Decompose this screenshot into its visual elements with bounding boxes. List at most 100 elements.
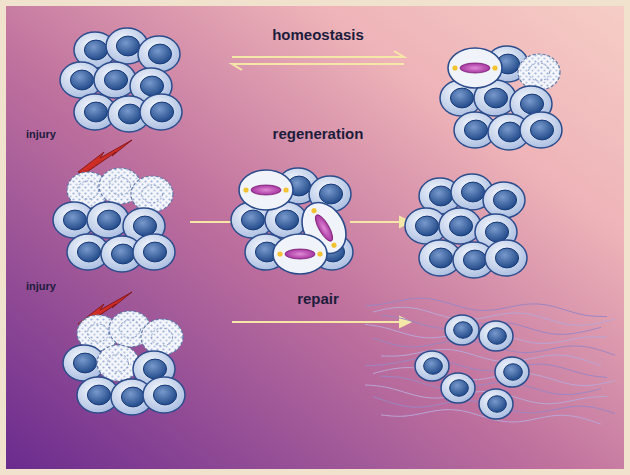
cell (87, 202, 129, 238)
cell-nucleus (450, 380, 469, 397)
cell-nucleus (118, 104, 141, 124)
arrow-line (190, 221, 236, 223)
cell-body (485, 240, 527, 276)
cell-body (140, 94, 182, 130)
dying-cell (97, 345, 139, 381)
cell-nucleus (454, 322, 473, 339)
cell-nucleus (504, 364, 523, 381)
chromosomes (251, 185, 281, 195)
cell-nucleus (495, 248, 518, 268)
cell-body (239, 170, 293, 210)
cell-nucleus (143, 242, 166, 262)
cell-nucleus (142, 185, 163, 203)
cell-body (143, 377, 185, 413)
cell-nucleus (70, 70, 93, 90)
background (6, 6, 624, 469)
cell (140, 94, 182, 130)
cell-nucleus (464, 120, 487, 140)
cell-body (479, 389, 513, 419)
spindle-pole (277, 251, 282, 256)
cell-nucleus (120, 320, 141, 338)
cell-nucleus (498, 122, 521, 142)
process-label: homeostasis (272, 26, 364, 43)
collagen-fiber (381, 349, 601, 365)
cell-body (495, 357, 529, 387)
cell (495, 357, 529, 387)
cell-body (133, 234, 175, 270)
cell-nucleus (88, 324, 109, 342)
process-label: regeneration (273, 125, 364, 142)
cell (133, 234, 175, 270)
cell-nucleus (150, 102, 173, 122)
cell-nucleus (461, 182, 484, 202)
cell-body (273, 234, 327, 274)
spindle-pole (317, 251, 322, 256)
cell-body (97, 345, 139, 381)
cell-nucleus (493, 190, 516, 210)
cell-body (448, 48, 502, 88)
cell-body (483, 182, 525, 218)
cell (479, 321, 513, 351)
cell-nucleus (78, 181, 99, 199)
cell-nucleus (97, 210, 120, 230)
cell-body (141, 319, 183, 355)
cell-nucleus (449, 216, 472, 236)
cell (441, 373, 475, 403)
cell (94, 62, 136, 98)
cell-nucleus (529, 63, 550, 81)
cell-nucleus (485, 222, 508, 242)
cell-body (518, 54, 560, 90)
injury-label: injury (26, 128, 56, 140)
cell-nucleus (520, 94, 543, 114)
cell-nucleus (108, 354, 129, 372)
cell-nucleus (424, 358, 443, 375)
cell-nucleus (463, 250, 486, 270)
cell-nucleus (275, 210, 298, 230)
spindle-pole (243, 187, 248, 192)
cell-nucleus (84, 40, 107, 60)
cell-nucleus (429, 248, 452, 268)
arrow-line (350, 221, 402, 223)
cell-nucleus (488, 396, 507, 413)
cell (479, 389, 513, 419)
chromosomes (285, 249, 315, 259)
cell-body (94, 62, 136, 98)
chromosomes (460, 63, 490, 73)
cell-nucleus (148, 44, 171, 64)
cell (439, 208, 481, 244)
cell-nucleus (77, 242, 100, 262)
dividing-cell (273, 234, 327, 274)
cells (53, 28, 562, 419)
cell-nucleus (429, 186, 452, 206)
cell-body (87, 202, 129, 238)
process-arrows (190, 217, 410, 327)
dying-cell (131, 176, 173, 212)
cell-nucleus (153, 385, 176, 405)
forward-arrow (232, 51, 404, 57)
cell-nucleus (133, 216, 156, 236)
cell-body (439, 208, 481, 244)
cell-nucleus (241, 210, 264, 230)
cell-nucleus (415, 216, 438, 236)
cell-body (138, 36, 180, 72)
fibrous-tissue (365, 298, 615, 424)
spindle-pole (283, 187, 288, 192)
cell (485, 240, 527, 276)
cell (520, 112, 562, 148)
cell-nucleus (143, 359, 166, 379)
cell-body (479, 321, 513, 351)
reverse-arrow (232, 64, 404, 70)
cell-nucleus (73, 353, 96, 373)
dying-cell (518, 54, 560, 90)
cell-nucleus (319, 184, 342, 204)
cell-nucleus (116, 36, 139, 56)
cell (415, 351, 449, 381)
cell-nucleus (484, 88, 507, 108)
equilibrium-arrow (232, 51, 404, 70)
cell-body (131, 176, 173, 212)
cell-body (520, 112, 562, 148)
